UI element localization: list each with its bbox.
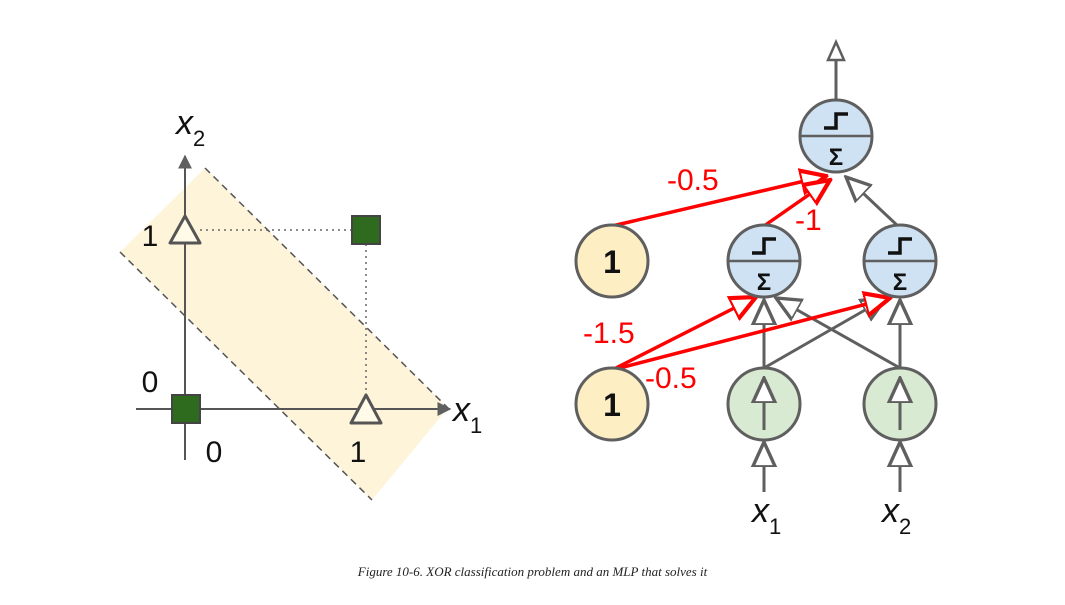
input-label-x1: x1 [750, 492, 781, 539]
point-triangle-0-1 [168, 214, 202, 245]
svg-text:Σ: Σ [893, 269, 907, 296]
y-tick-1: 1 [142, 220, 159, 253]
figure-caption: Figure 10-6. XOR classification problem … [357, 564, 708, 579]
edge-bias-output [611, 176, 826, 228]
svg-text:Σ: Σ [829, 144, 843, 171]
decision-boundary-upper [204, 167, 449, 409]
point-square-0-0 [171, 394, 201, 424]
xor-plot: x1 x2 0 1 0 1 [119, 104, 482, 501]
step-function-icon [888, 237, 912, 255]
y-tick-0: 0 [142, 366, 159, 399]
bias-neuron-bottom: 1 [574, 366, 650, 442]
edge-bias-h1 [611, 297, 756, 372]
weight-output-bias: -0.5 [667, 164, 719, 197]
mlp-network: -0.5 -1 -1.5 -0.5 1 1 Σ Σ [574, 38, 938, 539]
weight-h2-bias: -0.5 [645, 362, 697, 395]
step-function-icon [824, 112, 848, 130]
svg-text:1: 1 [603, 244, 621, 280]
output-neuron: Σ [798, 98, 874, 174]
hidden-neuron-2: Σ [862, 223, 938, 299]
svg-text:Σ: Σ [757, 269, 771, 296]
step-function-icon [752, 237, 776, 255]
edge-x2-h1 [776, 298, 901, 370]
edge-h1-output [762, 180, 830, 228]
output-arrow-head [826, 38, 846, 62]
input-label-x2: x2 [880, 492, 911, 539]
edge-bias-h2 [611, 298, 890, 372]
hidden-neuron-1: Σ [726, 223, 802, 299]
decision-boundary-lower [119, 251, 373, 501]
point-triangle-1-0 [349, 393, 383, 425]
bias-neuron-top: 1 [574, 223, 650, 299]
x-tick-1: 1 [350, 436, 367, 469]
weight-h1-output: -1 [795, 204, 822, 237]
x-axis-label: x1 [451, 391, 482, 438]
edge-x1-h2 [763, 298, 886, 370]
svg-text:1: 1 [603, 387, 621, 423]
x-tick-0: 0 [206, 436, 223, 469]
decision-band [120, 168, 448, 500]
y-axis-label: x2 [174, 104, 205, 151]
weight-h1-bias: -1.5 [583, 317, 635, 350]
edge-h2-output [846, 177, 902, 230]
point-square-1-1 [351, 215, 381, 245]
